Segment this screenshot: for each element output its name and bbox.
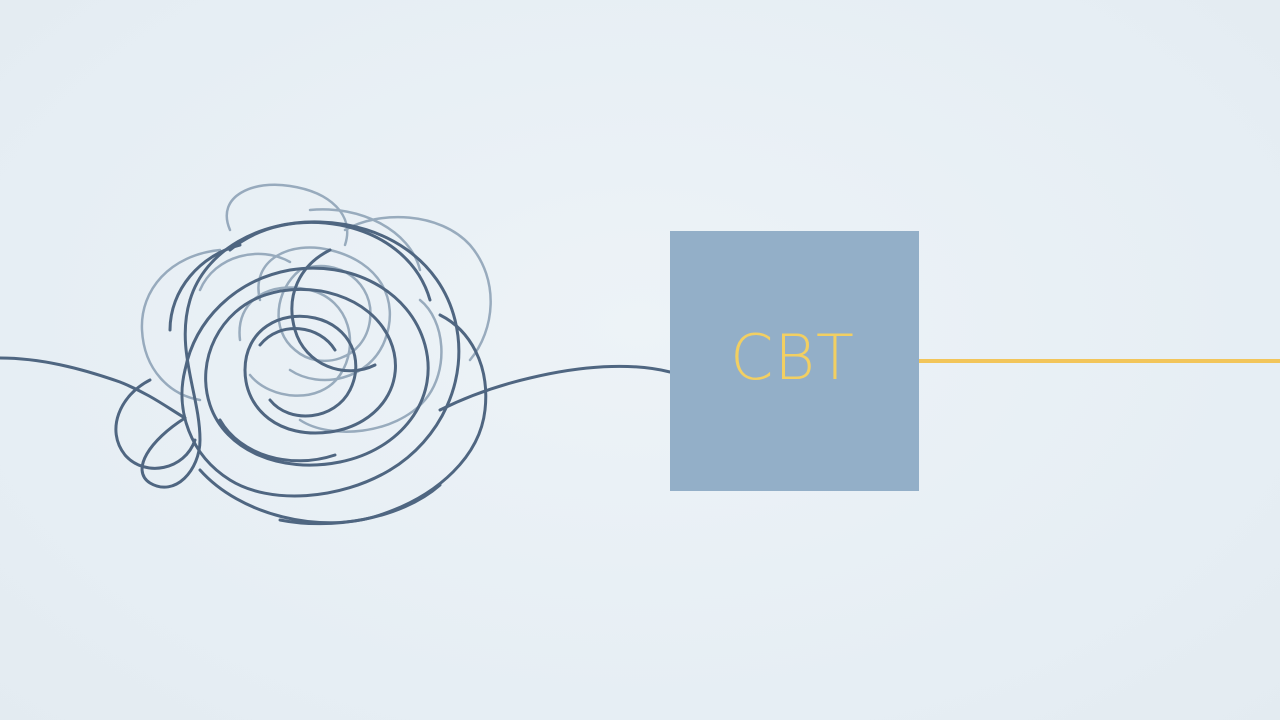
cbt-box: CBT [670, 231, 919, 491]
tangle-to-box-thread [438, 364, 672, 412]
input-thread [0, 356, 187, 420]
tangle-scribble-front [114, 220, 488, 526]
cbt-label: CBT [730, 320, 855, 394]
